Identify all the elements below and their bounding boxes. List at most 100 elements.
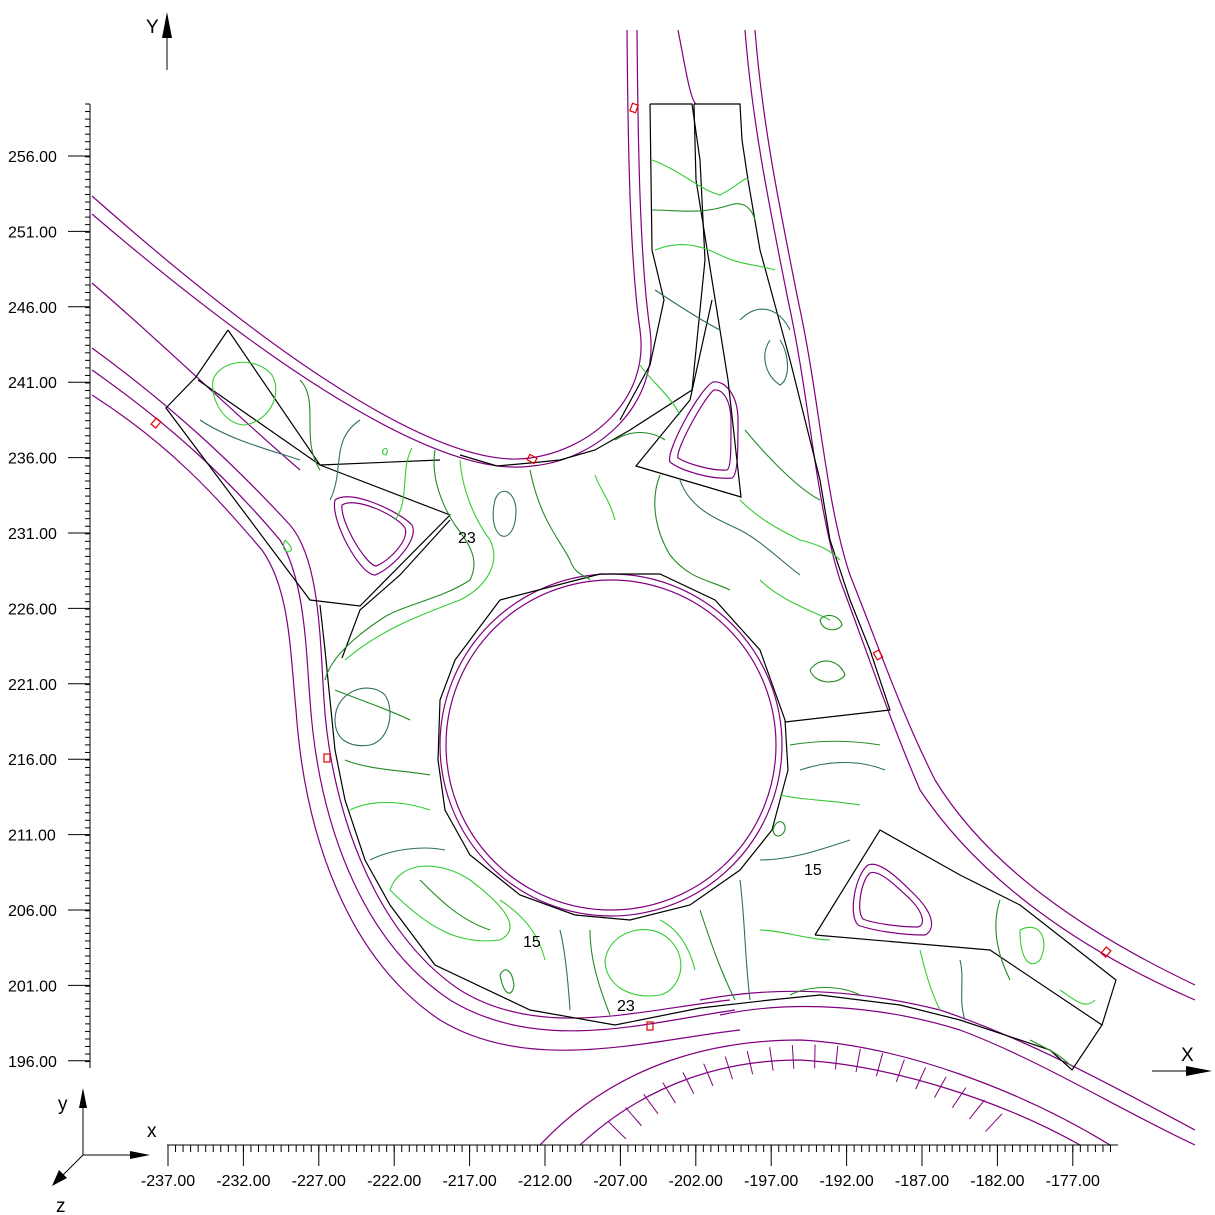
north-road-west-edge-inner: [91, 29, 652, 468]
arc-hatch-tick: [769, 1047, 774, 1071]
contour-32: [419, 879, 491, 931]
contour-52: [1029, 1039, 1071, 1066]
splitter-island-north-inner: [677, 389, 732, 471]
splitter-island-west: [333, 496, 414, 576]
contour-13: [739, 499, 841, 561]
contour-26: [334, 689, 411, 721]
x-tick-label: -207.00: [593, 1173, 647, 1190]
contour-8: [492, 490, 517, 537]
north-road-east-edge-a: [744, 29, 1196, 1001]
arc-hatch-tick: [915, 1067, 927, 1090]
x-tick-label: -202.00: [669, 1173, 723, 1190]
northwest-road-edge-a: [91, 282, 301, 471]
north-road-east-edge-inner: [677, 29, 697, 105]
y-tick-label: 256.00: [8, 149, 57, 166]
arc-hatch-tick: [608, 1121, 627, 1140]
marker-3: [526, 453, 538, 465]
west-arc-connector: [341, 519, 451, 659]
north-approach-left: [459, 103, 706, 467]
contour-18: [819, 614, 843, 631]
contour-4: [329, 419, 361, 501]
y-tick-label: 226.00: [8, 601, 57, 618]
contour-53: [1059, 989, 1096, 1005]
x-tick-label: -197.00: [744, 1173, 798, 1190]
contour-12: [679, 479, 801, 576]
contour-37: [604, 929, 682, 997]
road-edges: [91, 29, 1196, 1146]
x-tick-label: -227.00: [292, 1173, 346, 1190]
y-axis: 256.00251.00246.00241.00236.00231.00226.…: [8, 103, 91, 1071]
contour-51: [1019, 926, 1045, 965]
contour-14: [739, 308, 791, 331]
contour-50: [995, 899, 1011, 981]
central-island-outer: [439, 573, 783, 917]
y-axis-letter: Y: [146, 17, 159, 38]
marker-5: [323, 753, 331, 763]
x-axis-minor-ticks: [167, 1145, 1111, 1152]
contour-16: [744, 429, 821, 501]
contour-47: [759, 839, 851, 861]
contour-28: [344, 759, 431, 776]
triad-y-head: [79, 1088, 87, 1108]
x-axis-tick-labels: -237.00-232.00-227.00-222.00-217.00-212.…: [141, 1145, 1100, 1190]
contour-label-4: 23: [617, 998, 635, 1015]
arc-hatch-tick: [951, 1087, 967, 1108]
contour-7: [344, 459, 495, 661]
y-arrow-head: [162, 12, 172, 38]
contour-9: [529, 469, 591, 581]
marker-2: [150, 417, 162, 429]
northwest-approach: [165, 329, 452, 607]
x-tick-label: -187.00: [895, 1173, 949, 1190]
north-approach-left-b: [619, 103, 665, 421]
central-polygon: [437, 573, 789, 921]
triad-z-letter: z: [56, 1196, 66, 1215]
contour-lines: [199, 159, 1096, 1066]
southeast-road-edge-b: [719, 1005, 1196, 1146]
triad-y-letter: y: [58, 1094, 68, 1115]
contour-33: [499, 899, 546, 961]
boundary-outlines: [165, 103, 1117, 1071]
south-arc-inner: [539, 1039, 1111, 1146]
north-road-west-edge-outer: [91, 29, 642, 460]
contour-43: [799, 761, 886, 771]
contour-19: [809, 660, 846, 683]
arc-hatch-tick: [895, 1059, 905, 1083]
contour-15: [764, 339, 789, 386]
arc-hatch-tick: [933, 1076, 947, 1098]
y-tick-label: 196.00: [8, 1054, 57, 1071]
arc-hatch-tick: [662, 1082, 676, 1104]
x-tick-label: -177.00: [1046, 1173, 1100, 1190]
triad-z-head: [52, 1170, 67, 1186]
y-tick-label: 246.00: [8, 300, 57, 317]
contour-23: [654, 289, 721, 331]
arc-hatch-tick: [969, 1099, 985, 1120]
northwest-road-edge-c: [91, 369, 736, 1032]
contour-48: [919, 949, 941, 1011]
x-tick-label: -212.00: [518, 1173, 572, 1190]
north-road-east-edge-b: [754, 29, 1196, 986]
y-axis-arrow: Y: [146, 12, 172, 70]
x-axis-arrow: X: [1152, 1045, 1212, 1076]
x-tick-label: -237.00: [141, 1173, 195, 1190]
contour-46: [772, 821, 786, 837]
contour-22: [654, 244, 776, 271]
y-tick-label: 241.00: [8, 375, 57, 392]
y-tick-label: 211.00: [8, 828, 56, 845]
arc-hatch-tick: [682, 1072, 695, 1094]
contour-36: [589, 929, 611, 1016]
x-tick-label: -222.00: [367, 1173, 421, 1190]
northwest-road-edge-d: [91, 394, 741, 1051]
contour-label-3: 15: [523, 934, 541, 951]
contour-11: [654, 474, 731, 591]
central-island-inner: [445, 579, 777, 911]
y-axis-minor-ticks: [85, 103, 90, 1063]
contour-38: [659, 919, 696, 971]
contour-6: [324, 449, 475, 681]
arc-hatch-tick: [724, 1056, 733, 1080]
x-tick-label: -192.00: [819, 1173, 873, 1190]
triad-x-letter: x: [147, 1121, 157, 1142]
contour-42: [789, 987, 861, 996]
southeast-road-edge-a: [699, 990, 1196, 1131]
northwest-approach-b: [227, 329, 441, 466]
